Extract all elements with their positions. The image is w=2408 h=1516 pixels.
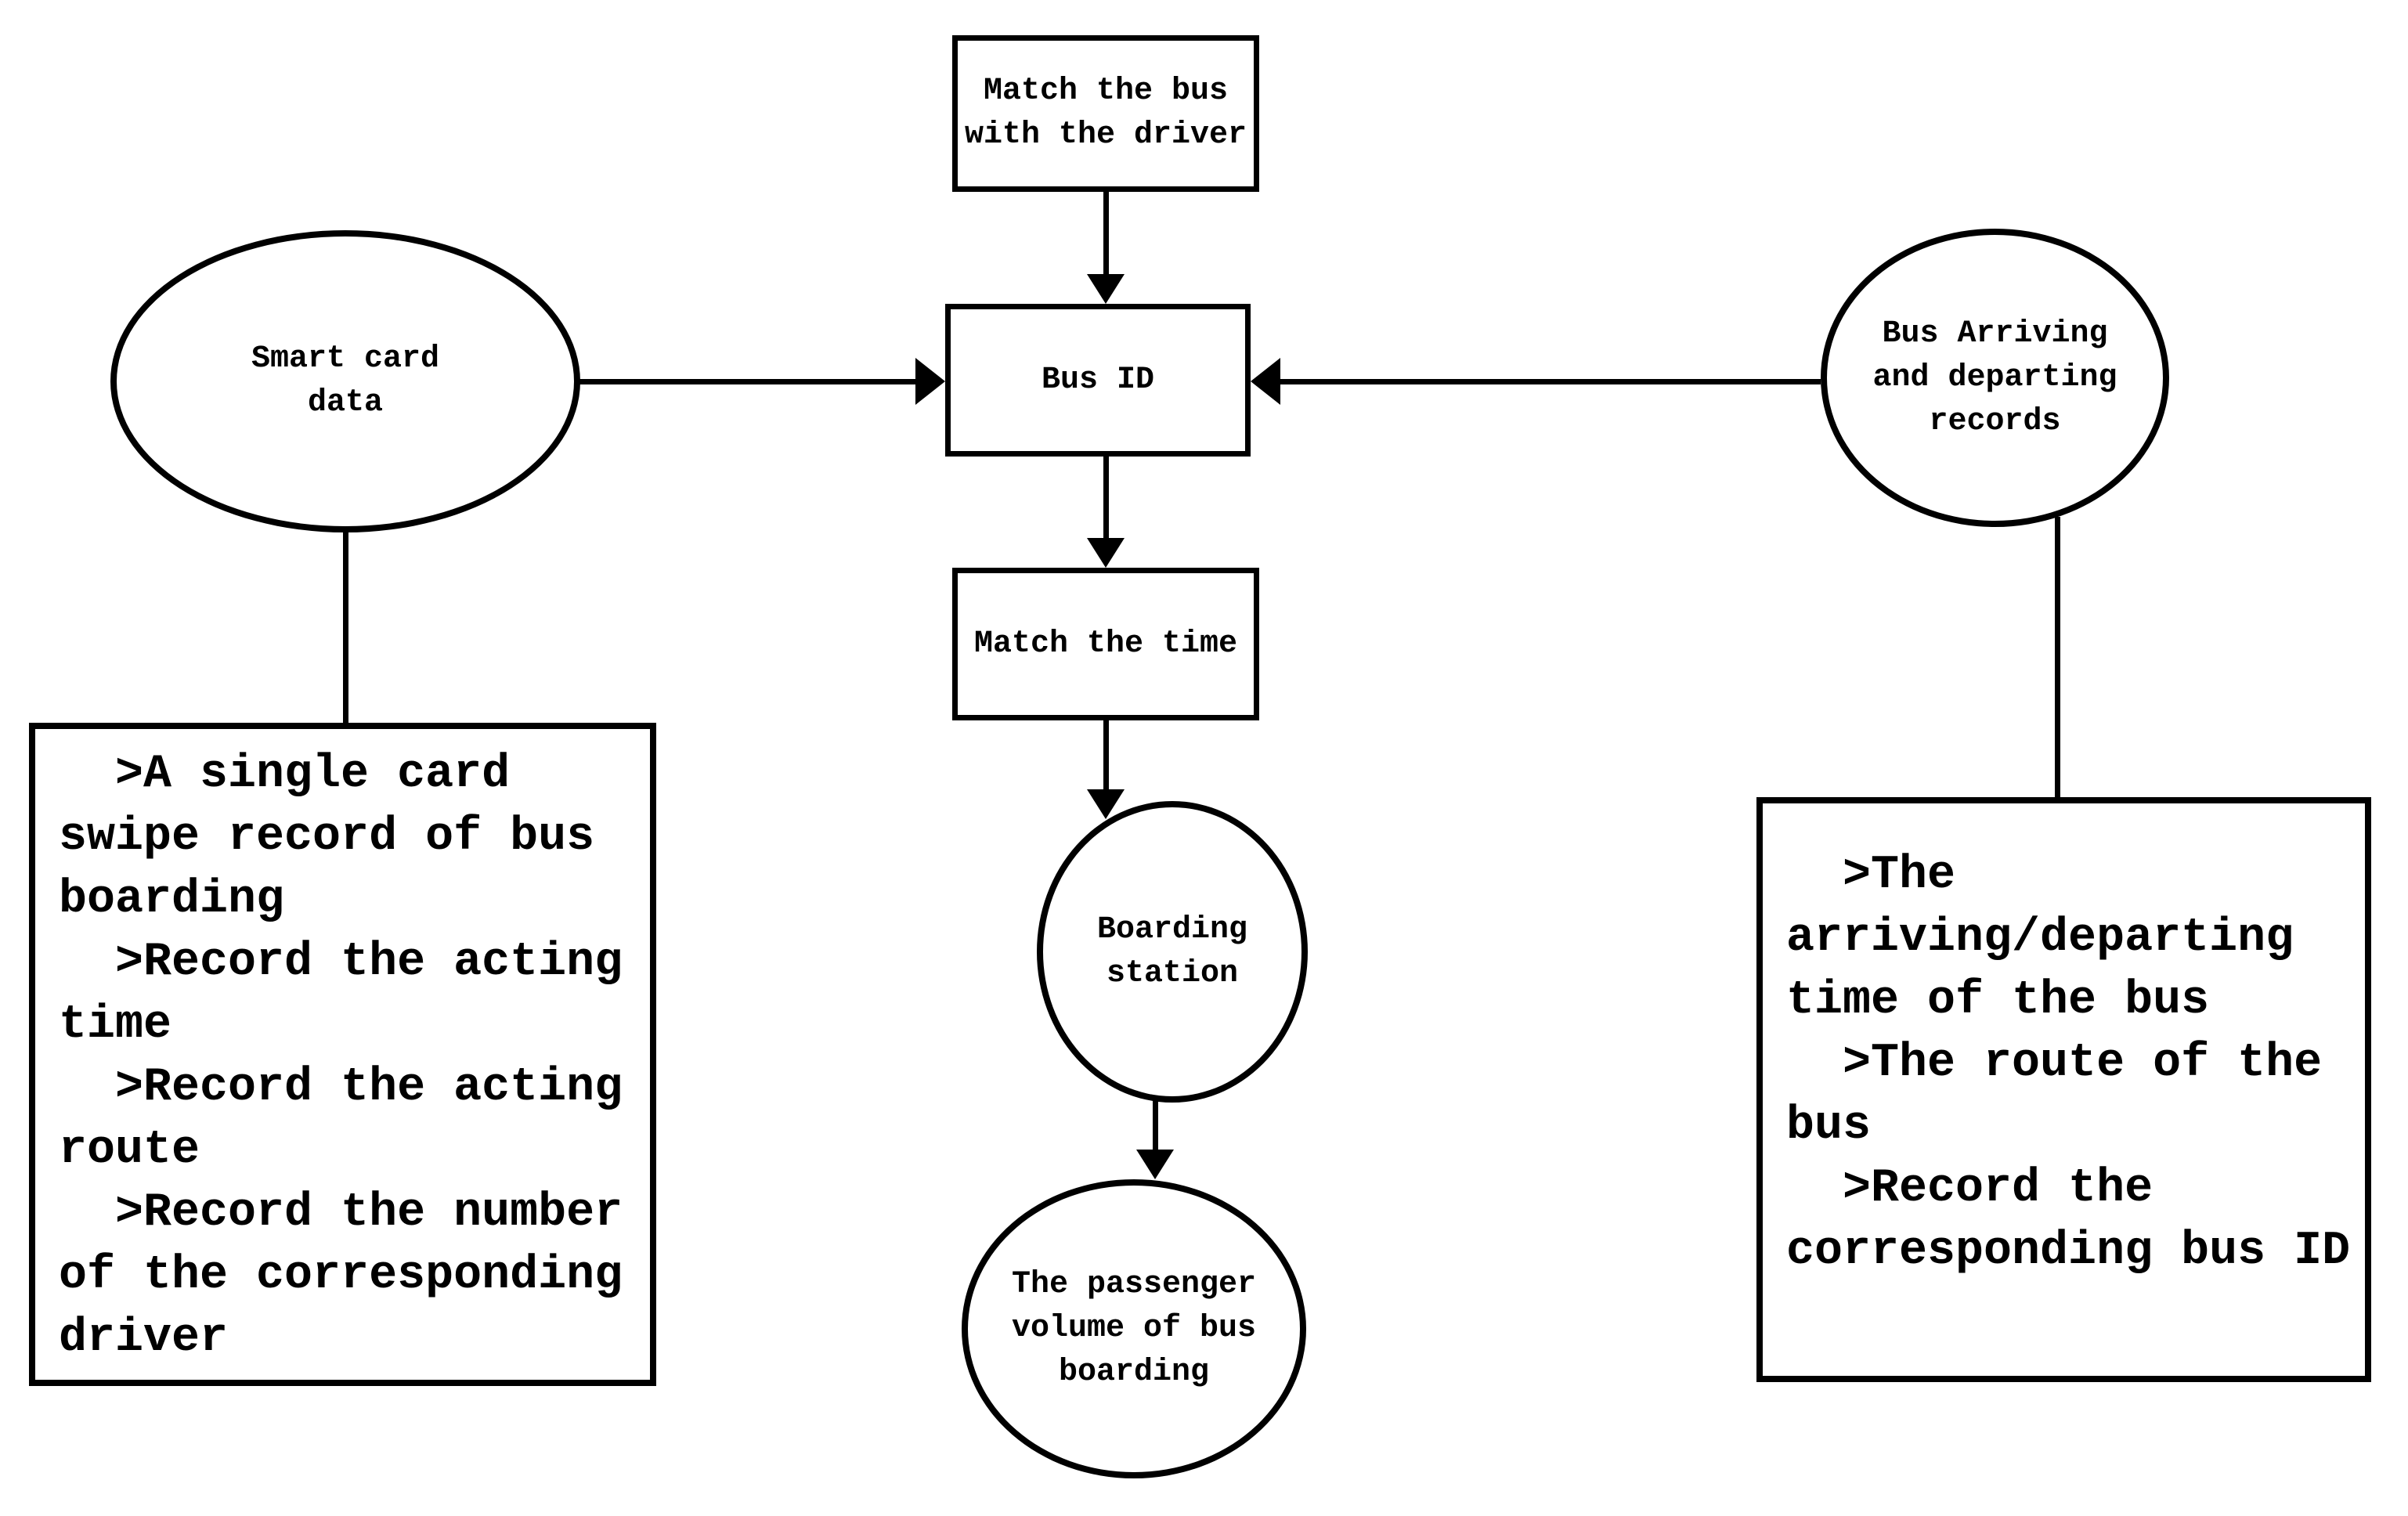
node-smart-card-details-list: >A single card swipe record of bus board… — [29, 723, 656, 1386]
list-line: arriving/departing — [1786, 911, 2294, 965]
node-arriving-departing-details-list: >The arriving/departing time of the bus … — [1756, 797, 2371, 1382]
arrowhead-down-into-passengervolume-icon — [1136, 1150, 1174, 1179]
connector-records-busid-line — [1280, 379, 1821, 384]
list-line: driver — [59, 1312, 229, 1365]
connector-smartcard-busid-line — [579, 379, 918, 384]
arrowhead-down-into-matchtime-icon — [1087, 538, 1125, 568]
connector-matchtime-boardingstation-line — [1103, 720, 1109, 792]
arrowhead-down-into-busid-icon — [1087, 274, 1125, 304]
node-label-line: records — [1929, 403, 2061, 439]
list-line: >The route of the — [1786, 1037, 2323, 1090]
node-match-the-time: Match the time — [952, 568, 1259, 720]
node-label-line: Bus Arriving — [1882, 316, 2108, 352]
list-line: >Record the number — [59, 1186, 623, 1240]
list-line: >A single card — [59, 748, 511, 801]
list-line: boarding — [59, 873, 285, 926]
connector-boardingstation-passengervolume-line — [1153, 1098, 1158, 1151]
list-line: time of the bus — [1786, 974, 2210, 1027]
list-line: swipe record of bus — [59, 810, 595, 864]
list-line: corresponding bus ID — [1786, 1225, 2351, 1278]
list-line: >Record the acting — [59, 1061, 623, 1114]
list-line: >Record the — [1786, 1162, 2153, 1215]
node-label-line: and departing — [1872, 359, 2117, 395]
list-line: time — [59, 998, 172, 1052]
node-boarding-station: Boarding station — [1037, 801, 1308, 1103]
list-line: of the corresponding — [59, 1249, 623, 1302]
connector-matchdriver-busid-line — [1103, 192, 1109, 280]
node-label-line: Match the bus — [983, 74, 1229, 109]
connector-busid-matchtime-line — [1103, 457, 1109, 541]
node-bus-id: Bus ID — [945, 304, 1251, 457]
list-line: >The — [1786, 849, 1956, 902]
node-passenger-volume: The passenger volume of bus boarding — [962, 1179, 1306, 1478]
node-label-line: volume of bus — [1011, 1311, 1257, 1346]
node-label-line: Smart card — [251, 341, 440, 377]
node-label-line: Boarding — [1096, 911, 1248, 948]
node-match-bus-with-driver: Match the bus with the driver — [952, 35, 1259, 192]
node-label-line: The passenger — [1011, 1267, 1257, 1302]
node-bus-arriving-departing-records: Bus Arriving and departing records — [1821, 229, 2169, 527]
node-label-line: boarding — [1058, 1355, 1210, 1390]
arrowhead-left-into-busid-icon — [1251, 358, 1280, 405]
node-label-line: station — [1106, 955, 1239, 991]
node-label-line: Match the time — [973, 626, 1238, 662]
list-line: >Record the acting — [59, 936, 623, 989]
node-label-line: data — [307, 385, 383, 421]
list-line: route — [59, 1124, 200, 1177]
connector-records-details-line — [2055, 517, 2060, 799]
node-label-line: Bus ID — [1041, 362, 1155, 398]
list-line: bus — [1786, 1099, 1872, 1153]
node-smart-card-data: Smart card data — [110, 230, 580, 532]
arrowhead-right-into-busid-icon — [915, 358, 945, 405]
node-label-line: with the driver — [964, 117, 1247, 153]
connector-smartcard-details-line — [343, 531, 348, 724]
